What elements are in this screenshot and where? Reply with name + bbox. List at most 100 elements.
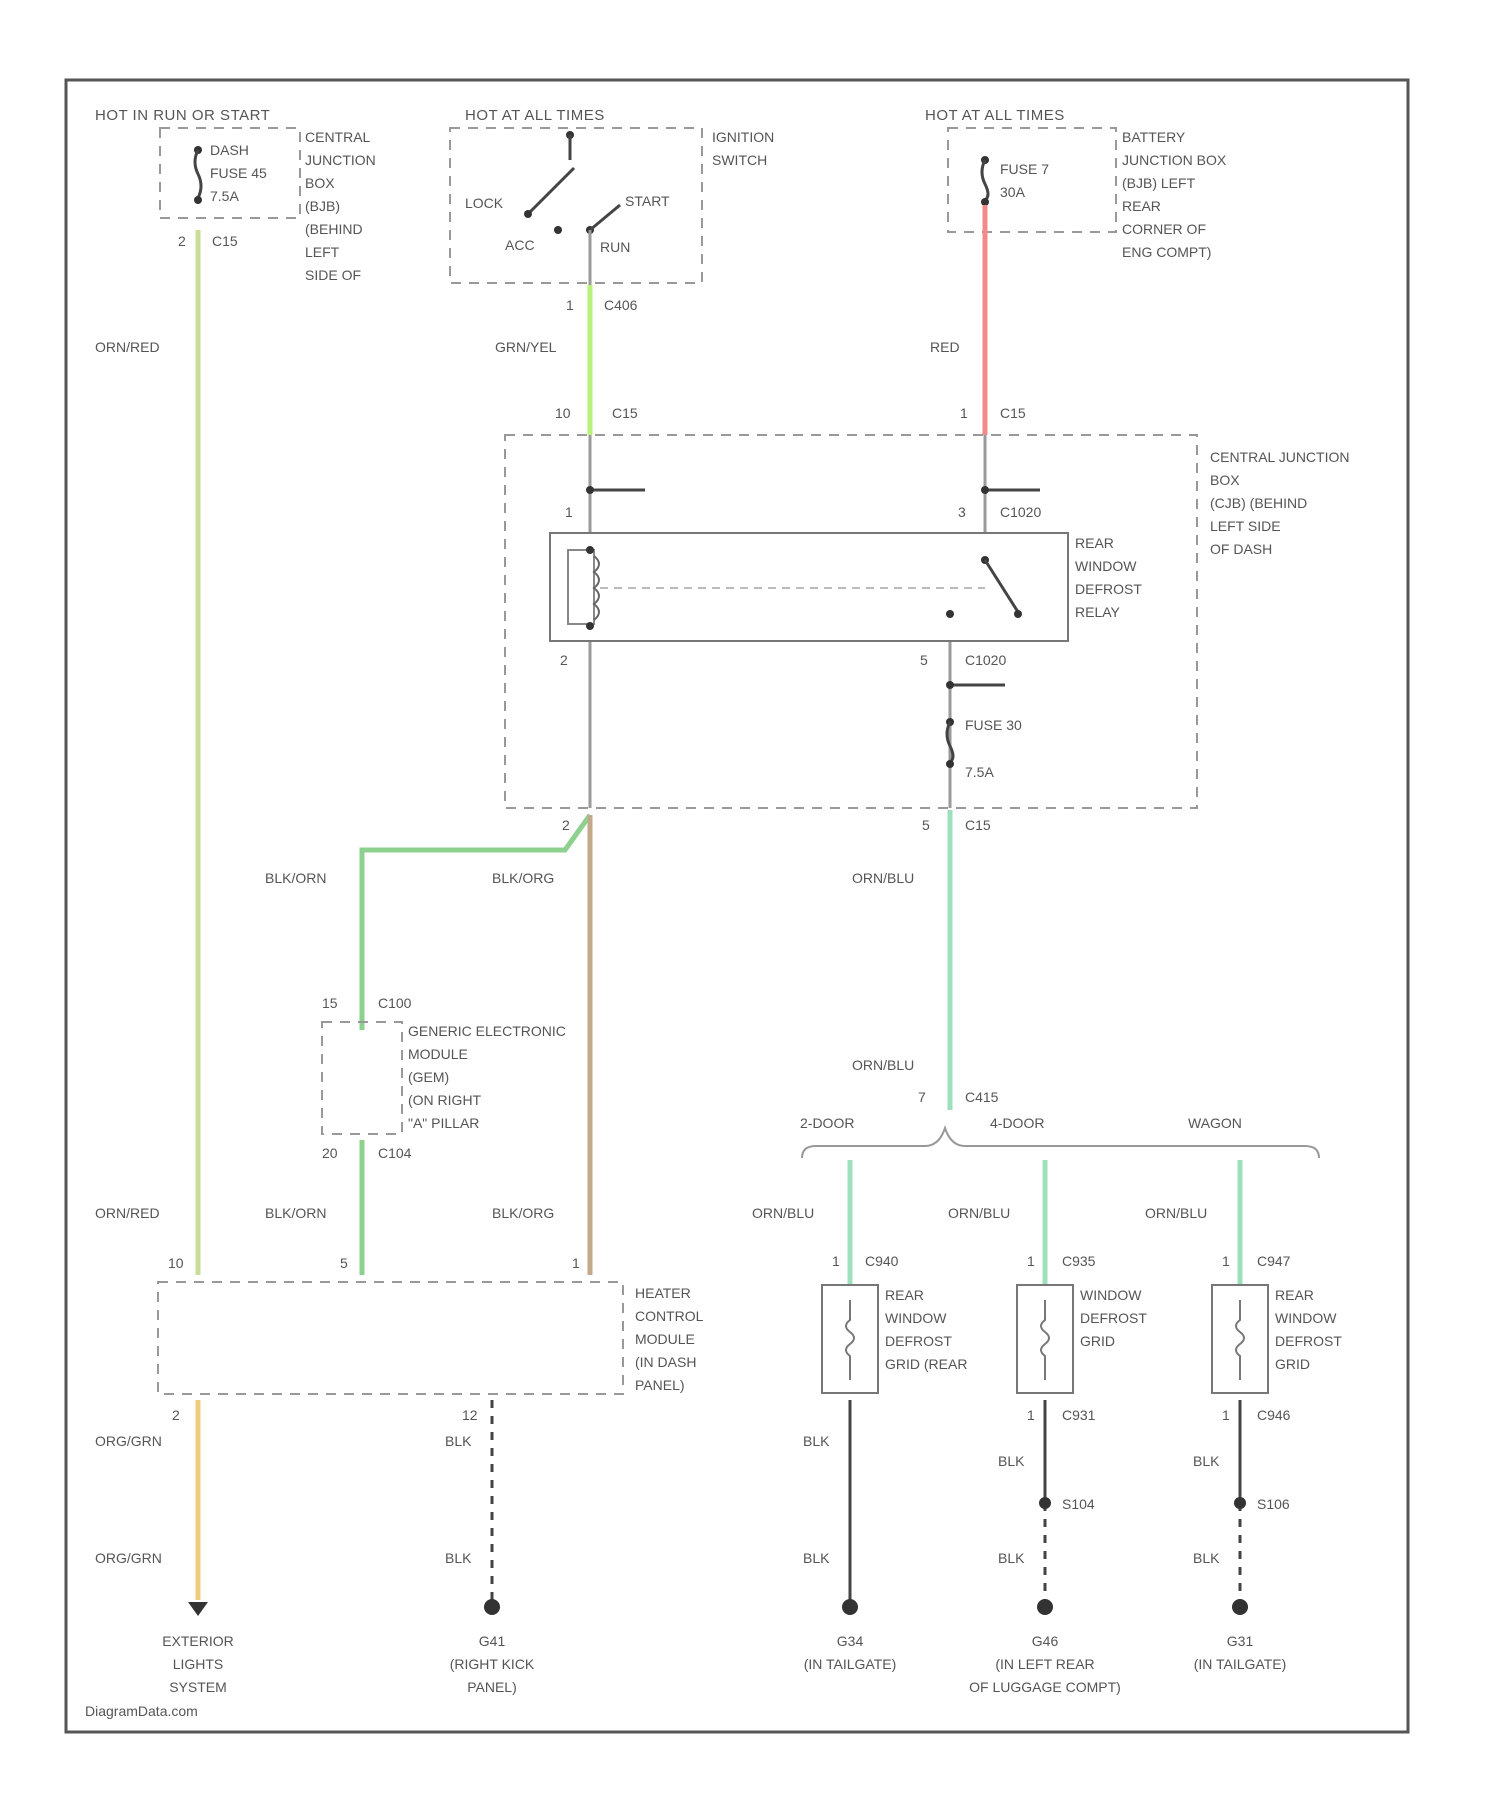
c15-out-label: C15 bbox=[965, 817, 991, 833]
splice-s104: S104 bbox=[1062, 1496, 1095, 1512]
cjb-left-line3: BOX bbox=[305, 175, 335, 191]
cjb-left-line4: (BJB) bbox=[305, 198, 340, 214]
ign-acc: ACC bbox=[505, 237, 535, 253]
c940-label: C940 bbox=[865, 1253, 899, 1269]
c104-pin: 20 bbox=[322, 1145, 338, 1161]
cjb-left-line2: JUNCTION bbox=[305, 152, 376, 168]
wire-label-orn-blu: ORN/BLU bbox=[852, 870, 914, 886]
cjb-out-left-pin: 2 bbox=[562, 817, 570, 833]
grid3-line2: WINDOW bbox=[1275, 1310, 1337, 1326]
grid2-line1: WINDOW bbox=[1080, 1287, 1142, 1303]
ground-g46 bbox=[1037, 1599, 1053, 1615]
c940-pin: 1 bbox=[832, 1253, 840, 1269]
gem-line3: (GEM) bbox=[408, 1069, 449, 1085]
cjb-left-line5: (BEHIND bbox=[305, 221, 363, 237]
ext-lights-line3: SYSTEM bbox=[169, 1679, 227, 1695]
wire-label-orn-blu-g2: ORN/BLU bbox=[948, 1205, 1010, 1221]
ground-g31 bbox=[1232, 1599, 1248, 1615]
defrost-grid-1 bbox=[822, 1285, 878, 1393]
gem-line2: MODULE bbox=[408, 1046, 468, 1062]
c946-pin: 1 bbox=[1222, 1407, 1230, 1423]
c935-pin: 1 bbox=[1027, 1253, 1035, 1269]
fuse45-line2: FUSE 45 bbox=[210, 165, 267, 181]
c15-right-pin: 1 bbox=[960, 405, 968, 421]
g46-line3: OF LUGGAGE COMPT) bbox=[969, 1679, 1121, 1695]
grid1-line2: WINDOW bbox=[885, 1310, 947, 1326]
wire-label-org-grn-2: ORG/GRN bbox=[95, 1550, 162, 1566]
c406-label: C406 bbox=[604, 297, 638, 313]
bjb-line1: BATTERY bbox=[1122, 129, 1186, 145]
fuse30-symbol bbox=[946, 718, 954, 768]
arrow-to-exterior-lights bbox=[188, 1602, 208, 1616]
c15-out-pin: 5 bbox=[922, 817, 930, 833]
wire-label-blk-g1-a: BLK bbox=[803, 1433, 830, 1449]
wire-label-blk-g2-b: BLK bbox=[998, 1550, 1025, 1566]
cjb-left-line6: LEFT bbox=[305, 244, 340, 260]
variant-wagon: WAGON bbox=[1188, 1115, 1242, 1131]
wire-label-orn-blu-2: ORN/BLU bbox=[852, 1057, 914, 1073]
relay-line2: WINDOW bbox=[1075, 558, 1137, 574]
wire-label-org-grn-1: ORG/GRN bbox=[95, 1433, 162, 1449]
gem-line5: "A" PILLAR bbox=[408, 1115, 479, 1131]
bjb-line4: REAR bbox=[1122, 198, 1161, 214]
relay-line3: DEFROST bbox=[1075, 581, 1142, 597]
bjb-line5: CORNER OF bbox=[1122, 221, 1206, 237]
g41-line2: (RIGHT KICK bbox=[450, 1656, 535, 1672]
hcm-pin-mid: 5 bbox=[340, 1255, 348, 1271]
fuse45-line3: 7.5A bbox=[210, 188, 239, 204]
ign-label-1: IGNITION bbox=[712, 129, 774, 145]
cjb-left-line1: CENTRAL bbox=[305, 129, 371, 145]
grid3-line4: GRID bbox=[1275, 1356, 1310, 1372]
c104-label: C104 bbox=[378, 1145, 412, 1161]
c946-label: C946 bbox=[1257, 1407, 1291, 1423]
relay-line4: RELAY bbox=[1075, 604, 1121, 620]
ign-start: START bbox=[625, 193, 670, 209]
wire-label-blk-g1-b: BLK bbox=[803, 1550, 830, 1566]
c100-top-pin: 15 bbox=[322, 995, 338, 1011]
g34-line2: (IN TAILGATE) bbox=[804, 1656, 897, 1672]
grid1-line3: DEFROST bbox=[885, 1333, 952, 1349]
c415-pin: 7 bbox=[918, 1089, 926, 1105]
fuse7-line2: 30A bbox=[1000, 184, 1026, 200]
wire-label-grn-yel: GRN/YEL bbox=[495, 339, 557, 355]
generic-electronic-module bbox=[322, 1022, 402, 1134]
c15-left-pin: 2 bbox=[178, 233, 186, 249]
ext-lights-line2: LIGHTS bbox=[173, 1656, 224, 1672]
hcm-line2: CONTROL bbox=[635, 1308, 704, 1324]
wire-label-blk-orn-bot2: BLK/ORG bbox=[492, 1205, 554, 1221]
header-hot-at-all-times-mid: HOT AT ALL TIMES bbox=[465, 107, 605, 124]
cjb-main-line4: LEFT SIDE bbox=[1210, 518, 1281, 534]
wire-label-red: RED bbox=[930, 339, 960, 355]
wire-label-orn-red-bot: ORN/RED bbox=[95, 1205, 160, 1221]
splice-s106-dot bbox=[1234, 1497, 1246, 1509]
wire-label-orn-red-top: ORN/RED bbox=[95, 339, 160, 355]
wire-label-orn-blu-g1: ORN/BLU bbox=[752, 1205, 814, 1221]
grid2-line2: DEFROST bbox=[1080, 1310, 1147, 1326]
wire-label-blk-orn-left: BLK/ORN bbox=[265, 870, 326, 886]
fuse30-line1: FUSE 30 bbox=[965, 717, 1022, 733]
g31-line1: G31 bbox=[1227, 1633, 1254, 1649]
cjb-main-line3: (CJB) (BEHIND bbox=[1210, 495, 1307, 511]
splice-s106: S106 bbox=[1257, 1496, 1290, 1512]
bjb-line6: ENG COMPT) bbox=[1122, 244, 1211, 260]
grid3-line1: REAR bbox=[1275, 1287, 1314, 1303]
g31-line2: (IN TAILGATE) bbox=[1194, 1656, 1287, 1672]
header-hot-in-run-or-start: HOT IN RUN OR START bbox=[95, 107, 270, 124]
c15-mid-label: C15 bbox=[612, 405, 638, 421]
wire-label-blk-orn-bot1: BLK/ORN bbox=[265, 1205, 326, 1221]
defrost-grid-2 bbox=[1017, 1285, 1073, 1393]
c406-pin: 1 bbox=[566, 297, 574, 313]
defrost-grid-3 bbox=[1212, 1285, 1268, 1393]
fuse-7-box bbox=[948, 128, 1116, 232]
hcm-line1: HEATER bbox=[635, 1285, 691, 1301]
ext-lights-line1: EXTERIOR bbox=[162, 1633, 234, 1649]
wire-label-orn-blu-g3: ORN/BLU bbox=[1145, 1205, 1207, 1221]
c1020-bot-label: C1020 bbox=[965, 652, 1006, 668]
cjb-main-line2: BOX bbox=[1210, 472, 1240, 488]
watermark: DiagramData.com bbox=[85, 1703, 198, 1719]
grid1-line1: REAR bbox=[885, 1287, 924, 1303]
c415-label: C415 bbox=[965, 1089, 999, 1105]
c15-right-label: C15 bbox=[1000, 405, 1026, 421]
g41-line1: G41 bbox=[479, 1633, 506, 1649]
